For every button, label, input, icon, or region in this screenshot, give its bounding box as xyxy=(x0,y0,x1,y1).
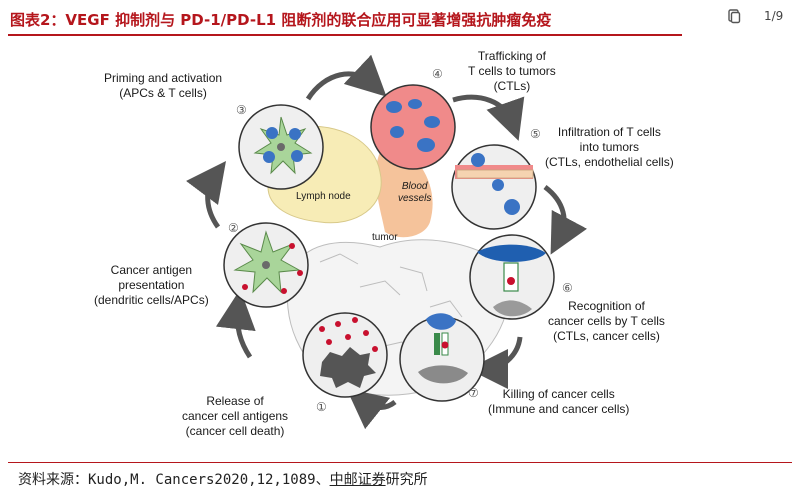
tumor-label: tumor xyxy=(372,232,398,243)
page-indicator: 1/9 xyxy=(764,9,784,23)
circle-trafficking xyxy=(370,84,456,170)
arrow-2-3 xyxy=(186,160,226,229)
source-org: 中邮证券 xyxy=(329,472,386,488)
step-5-number: ⑤ xyxy=(530,127,541,141)
arrow-6-7 xyxy=(468,336,523,389)
step-7-number: ⑦ xyxy=(468,386,479,400)
step-3-number: ③ xyxy=(236,103,247,117)
step-3-label: Priming and activation(APCs & T cells) xyxy=(104,71,223,100)
arrow-4-5 xyxy=(452,94,525,141)
source-label: 资料来源： xyxy=(18,472,88,488)
footer-rule xyxy=(8,462,792,463)
source-suffix: 研究所 xyxy=(385,472,428,488)
title-rule xyxy=(8,34,682,36)
header: 图表2：VEGF 抑制剂与 PD-1/PD-L1 阻断剂的联合应用可显著增强抗肿… xyxy=(0,0,800,36)
lymph-node-label: Lymph node xyxy=(296,191,351,202)
arrow-3-4 xyxy=(305,54,387,101)
cycle-arrows xyxy=(186,54,588,430)
step-4-number: ④ xyxy=(432,67,443,81)
arrow-1-2 xyxy=(215,289,256,359)
step-7-label: Killing of cancer cells(Immune and cance… xyxy=(488,387,630,416)
arrow-5-6 xyxy=(543,185,588,255)
source-note: 资料来源：Kudo,M. Cancers2020,12,1089、中邮证券研究所 xyxy=(18,469,428,489)
cycle-illustration xyxy=(186,54,588,430)
step-6-number: ⑥ xyxy=(562,281,573,295)
copy-icon[interactable] xyxy=(726,8,742,28)
immunity-cycle-diagram: ③ ④ ⑤ ⑥ ⑦ ① ② Priming and activation(APC… xyxy=(0,37,800,462)
figure-title: 图表2：VEGF 抑制剂与 PD-1/PD-L1 阻断剂的联合应用可显著增强抗肿… xyxy=(10,11,552,29)
step-1-number: ① xyxy=(316,400,327,414)
step-2-number: ② xyxy=(228,221,239,235)
arrow-7-1 xyxy=(346,388,397,430)
source-citation: Kudo,M. Cancers2020,12,1089、 xyxy=(88,472,330,488)
